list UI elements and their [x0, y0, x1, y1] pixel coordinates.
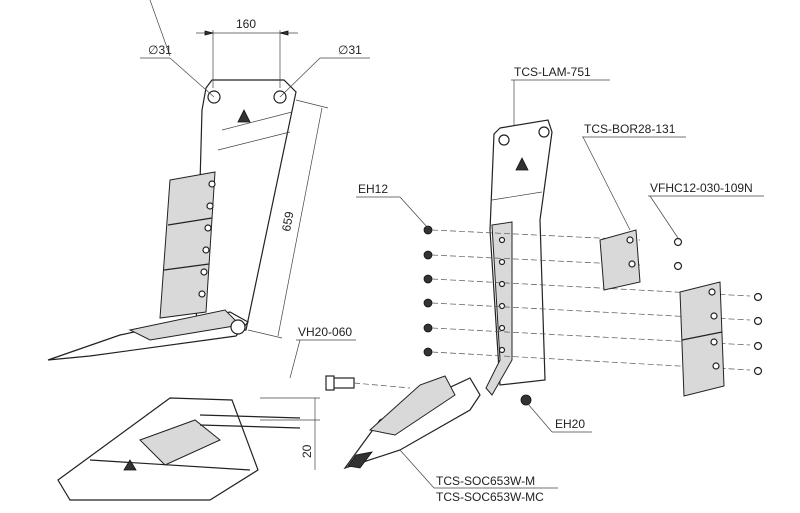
soc653w-shoe	[343, 375, 532, 470]
dimension-20-label: 20	[300, 444, 314, 458]
label-eh12: EH12	[358, 182, 388, 196]
leader-lines	[289, 79, 764, 489]
wear-strips-right	[679, 281, 725, 397]
vfhc-bolts	[673, 237, 763, 376]
label-tcs-soc653w-m: TCS-SOC653W-M	[436, 474, 535, 488]
hole-callouts: ∅31 ∅31	[140, 0, 370, 98]
shoe-detail-view: 20	[57, 397, 320, 501]
dimension-659-label: 659	[279, 210, 296, 232]
lam-751-plate	[485, 119, 553, 396]
dimension-659: 659	[247, 99, 329, 339]
label-tcs-bor28-131: TCS-BOR28-131	[584, 122, 676, 136]
bor28-131-strip	[599, 229, 641, 291]
hole-diameter-right: ∅31	[338, 43, 362, 57]
vh20-bolt	[325, 375, 411, 391]
dimension-160-label: 160	[236, 17, 256, 31]
label-tcs-lam-751: TCS-LAM-751	[514, 65, 591, 79]
label-tcs-soc653w-mc: TCS-SOC653W-MC	[436, 490, 544, 504]
assembled-blade-view	[47, 79, 297, 361]
label-vh20-060: VH20-060	[298, 325, 352, 339]
dimension-160: 160	[196, 17, 298, 88]
hole-diameter-left: ∅31	[148, 43, 172, 57]
label-eh20: EH20	[555, 417, 585, 431]
label-vfhc12-030-109n: VFHC12-030-109N	[650, 181, 753, 195]
